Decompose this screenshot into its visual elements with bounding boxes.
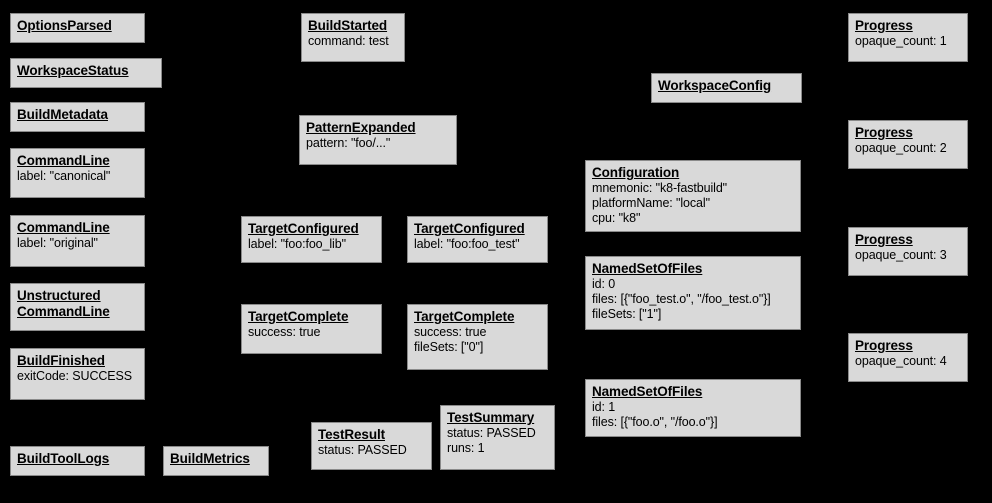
event-node-title: CommandLine [17, 153, 110, 168]
event-node-title: BuildStarted [308, 18, 388, 33]
event-node-title: WorkspaceConfig [658, 78, 772, 93]
event-node-attributes: opaque_count: 2 [855, 141, 962, 156]
event-node-build-metadata[interactable]: BuildMetadata [10, 102, 145, 132]
event-node-attribute-line: status: PASSED [447, 426, 536, 440]
event-node-attribute-line: opaque_count: 2 [855, 141, 947, 155]
event-node-attributes: pattern: "foo/..." [306, 136, 451, 151]
event-node-title: PatternExpanded [306, 120, 416, 135]
event-node-title: TestSummary [447, 410, 535, 425]
event-node-attribute-line: id: 1 [592, 400, 616, 414]
event-node-attributes: mnemonic: "k8-fastbuild"platformName: "l… [592, 181, 795, 226]
event-node-attribute-line: cpu: "k8" [592, 211, 641, 225]
event-node-attribute-line: pattern: "foo/..." [306, 136, 391, 150]
event-node-title: BuildMetadata [17, 107, 108, 122]
event-node-build-tool-logs[interactable]: BuildToolLogs [10, 446, 145, 476]
event-node-attributes: opaque_count: 1 [855, 34, 962, 49]
event-node-attributes: status: PASSED [318, 443, 426, 458]
event-node-attributes: success: true [248, 325, 376, 340]
event-node-title: TestResult [318, 427, 386, 442]
event-node-title: NamedSetOfFiles [592, 384, 703, 399]
event-node-attribute-line: label: "original" [17, 236, 98, 250]
event-node-attribute-line: exitCode: SUCCESS [17, 369, 133, 383]
event-node-title: Progress [855, 338, 913, 353]
event-node-attributes: label: "foo:foo_test" [414, 237, 542, 252]
event-node-attribute-line: files: [{"foo_test.o", "/foo_test.o"}] [592, 292, 771, 306]
event-node-attributes: command: test [308, 34, 399, 49]
event-node-attributes: label: "canonical" [17, 169, 139, 184]
event-node-attribute-line: fileSets: ["0"] [414, 340, 484, 354]
event-node-attribute-line: success: true [248, 325, 321, 339]
event-node-workspace-status[interactable]: WorkspaceStatus [10, 58, 162, 88]
event-node-attribute-line: success: true [414, 325, 487, 339]
event-node-attributes: opaque_count: 4 [855, 354, 962, 369]
event-node-attribute-line: files: [{"foo.o", "/foo.o"}] [592, 415, 718, 429]
event-node-attribute-line: runs: 1 [447, 441, 485, 455]
event-node-attribute-line: mnemonic: "k8-fastbuild" [592, 181, 728, 195]
event-node-attribute-line: label: "canonical" [17, 169, 111, 183]
event-node-attributes: exitCode: SUCCESS [17, 369, 139, 384]
event-node-title: TargetConfigured [414, 221, 525, 236]
event-node-title: BuildMetrics [170, 451, 250, 466]
event-node-attribute-line: status: PASSED [318, 443, 407, 457]
event-node-attributes: label: "original" [17, 236, 139, 251]
event-node-unstructured-command-line[interactable]: Unstructured CommandLine [10, 283, 145, 331]
event-node-attribute-line: label: "foo:foo_test" [414, 237, 520, 251]
event-node-title: TargetComplete [248, 309, 349, 324]
event-node-options-parsed[interactable]: OptionsParsed [10, 13, 145, 43]
event-node-attribute-line: fileSets: ["1"] [592, 307, 662, 321]
event-node-title: CommandLine [17, 220, 110, 235]
event-node-title: Configuration [592, 165, 680, 180]
event-node-title: Progress [855, 18, 913, 33]
event-node-title: TargetComplete [414, 309, 515, 324]
event-node-attribute-line: label: "foo:foo_lib" [248, 237, 346, 251]
event-node-title: Progress [855, 125, 913, 140]
event-node-build-metrics[interactable]: BuildMetrics [163, 446, 269, 476]
event-node-title: NamedSetOfFiles [592, 261, 703, 276]
event-node-title: WorkspaceStatus [17, 63, 129, 78]
event-node-title: Progress [855, 232, 913, 247]
event-node-attributes: label: "foo:foo_lib" [248, 237, 376, 252]
event-node-title: OptionsParsed [17, 18, 112, 33]
event-node-attributes: opaque_count: 3 [855, 248, 962, 263]
event-node-attribute-line: id: 0 [592, 277, 616, 291]
event-node-title: Unstructured CommandLine [17, 288, 110, 319]
event-node-title: BuildToolLogs [17, 451, 110, 466]
event-node-attribute-line: opaque_count: 4 [855, 354, 947, 368]
event-node-title: TargetConfigured [248, 221, 359, 236]
event-node-attribute-line: platformName: "local" [592, 196, 710, 210]
event-node-attribute-line: command: test [308, 34, 389, 48]
event-node-title: BuildFinished [17, 353, 105, 368]
event-node-workspace-config[interactable]: WorkspaceConfig [651, 73, 802, 103]
event-node-attribute-line: opaque_count: 1 [855, 34, 947, 48]
event-node-attribute-line: opaque_count: 3 [855, 248, 947, 262]
